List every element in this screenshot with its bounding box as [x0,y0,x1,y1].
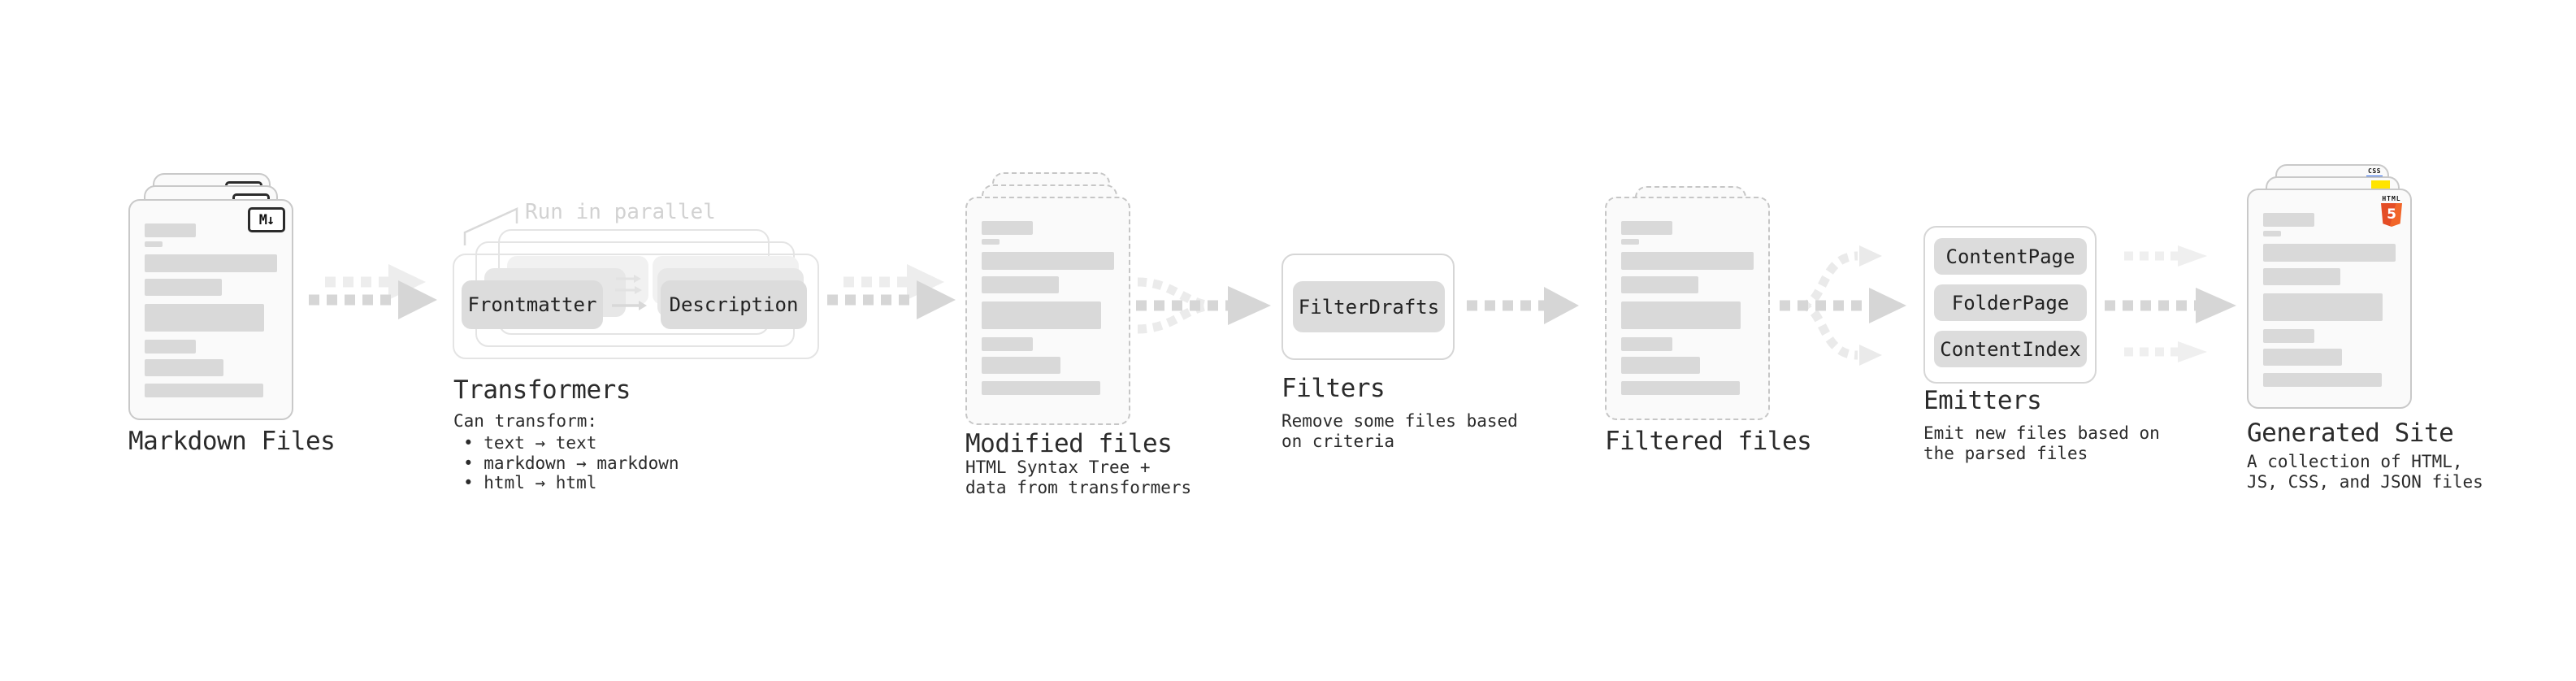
modified-files-label: Modified files [965,429,1173,458]
javascript-icon [2371,180,2390,191]
html5-icon: HTML 5 [2381,195,2402,227]
filtered-files-label: Filtered files [1605,427,1812,456]
dashed-arrow-markdown-to-transformers [309,264,437,319]
filtered-file-card-front [1605,197,1770,420]
transformers-label: Transformers [453,375,631,405]
skeleton-text-lines [145,223,277,397]
emitters-box: ContentPage FolderPage ContentIndex [1923,226,2097,384]
filters-description: Remove some files based on criteria [1281,411,1518,451]
filterdrafts-chip: FilterDrafts [1293,281,1445,332]
markdown-file-card-front: M↓ [128,199,293,420]
transformers-bullet-list: • text → text • markdown → markdown • ht… [463,433,679,493]
description-chip: Description [661,280,807,329]
emitters-label: Emitters [1923,386,2042,415]
dashed-arrow-emitter-bottom [2124,341,2207,362]
bullet-item: • markdown → markdown [463,453,679,473]
dashed-arrow-emitter-middle [2105,288,2236,323]
dashed-arrow-emitter-top [2124,245,2207,267]
run-in-parallel-annotation: Run in parallel [525,200,716,224]
dashed-arrow-transformers-to-modified [827,264,956,319]
transformers-description: Can transform: [453,411,598,431]
html-file-card-front: HTML 5 [2247,189,2412,409]
markdown-icon: M↓ [248,207,285,232]
parallel-arrows-icon [612,275,647,310]
skeleton-text-lines [1621,221,1754,395]
fork-arrow-filtered-to-emitters [1780,245,1906,366]
folderpage-chip: FolderPage [1934,284,2087,321]
modified-files-description: HTML Syntax Tree + data from transformer… [965,458,1192,497]
emitter-chip-list: ContentPage FolderPage ContentIndex [1934,238,2087,367]
contentindex-chip: ContentIndex [1934,331,2087,367]
skeleton-text-lines [2263,213,2396,387]
filters-label: Filters [1281,374,1386,403]
generated-site-label: Generated Site [2247,419,2454,448]
generated-site-description: A collection of HTML, JS, CSS, and JSON … [2247,452,2483,492]
dashed-arrow-filters-to-filtered [1467,287,1579,324]
markdown-files-label: Markdown Files [128,427,336,456]
merge-arrow-modified-to-filters [1136,277,1271,334]
bullet-item: • html → html [463,473,597,492]
emitters-description: Emit new files based on the parsed files [1923,423,2160,463]
bullet-item: • text → text [463,433,597,453]
skeleton-text-lines [982,221,1114,395]
transformer-layer-front [453,254,819,359]
contentpage-chip: ContentPage [1934,238,2087,275]
filters-box: FilterDrafts [1281,254,1455,360]
modified-file-card-front [965,197,1130,425]
annotation-leader-line [463,207,518,245]
frontmatter-chip: Frontmatter [462,280,603,329]
